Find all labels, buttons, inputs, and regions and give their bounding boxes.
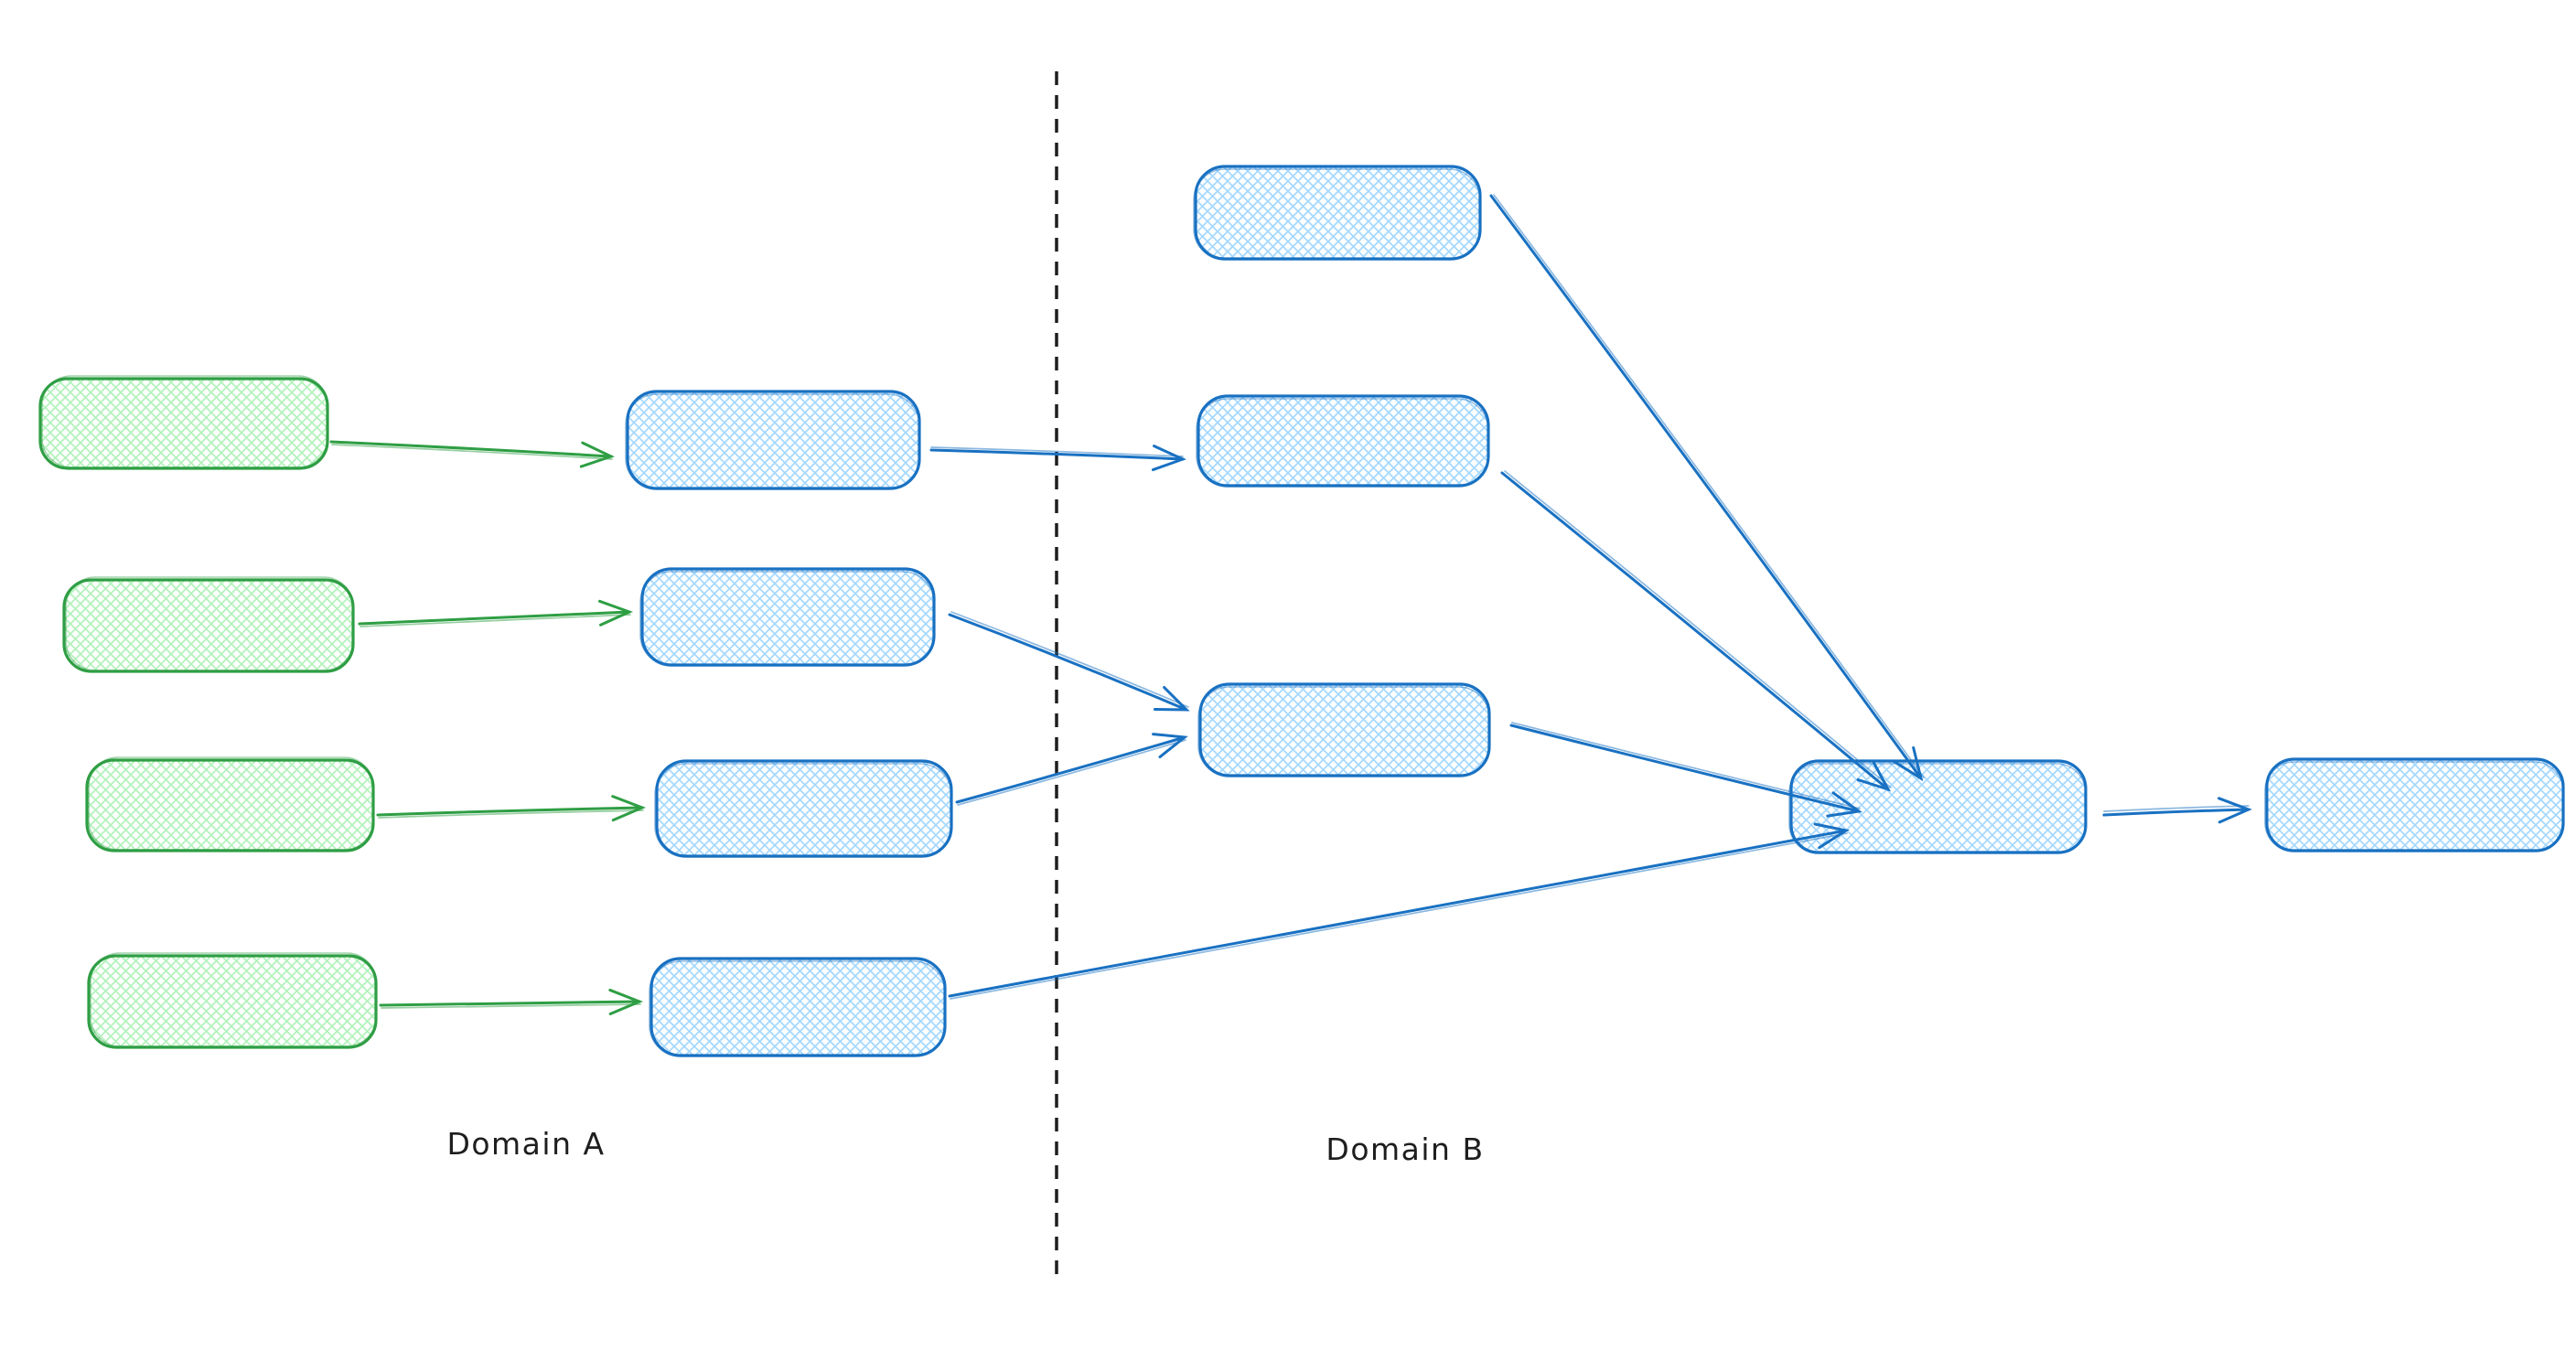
domain-b-blue-node-2: [1196, 394, 1490, 488]
arrow-blueA1-to-blueB2: [929, 445, 1186, 472]
output-node: [2264, 757, 2565, 852]
green-source-node-3: [85, 756, 375, 852]
domain-b-blue-node-1: [1193, 165, 1482, 261]
arrow-merge-to-output: [2102, 797, 2252, 824]
arrow-blueB1-to-merge: [1489, 194, 1925, 782]
domain-a-blue-node-3: [654, 759, 953, 858]
domain-a-blue-node-1: [625, 390, 921, 490]
merge-node: [1788, 759, 2088, 854]
arrow-blueA4-to-merge: [948, 822, 1850, 1000]
arrow-blueB2-to-merge: [1500, 470, 1892, 792]
domain-a-blue-node-4: [649, 957, 947, 1057]
domain-b-blue-node-3: [1197, 682, 1491, 777]
arrow-blueA2-to-blueB3: [948, 611, 1190, 712]
green-source-node-2: [62, 576, 355, 673]
arrow-green3-to-blueA3: [376, 795, 646, 822]
green-source-node-4: [87, 952, 378, 1049]
arrow-blueA3-to-blueB3: [955, 733, 1188, 806]
arrow-blueB3-to-merge: [1509, 722, 1862, 818]
arrow-green1-to-blueA1: [329, 440, 615, 468]
arrow-green2-to-blueA2: [358, 599, 633, 627]
domain-b-label: Domain B: [1326, 1131, 1484, 1167]
green-source-node-1: [38, 375, 329, 470]
domain-a-blue-node-2: [639, 567, 936, 667]
domain-a-label: Domain A: [446, 1126, 605, 1162]
arrow-green4-to-blueA4: [379, 988, 643, 1015]
